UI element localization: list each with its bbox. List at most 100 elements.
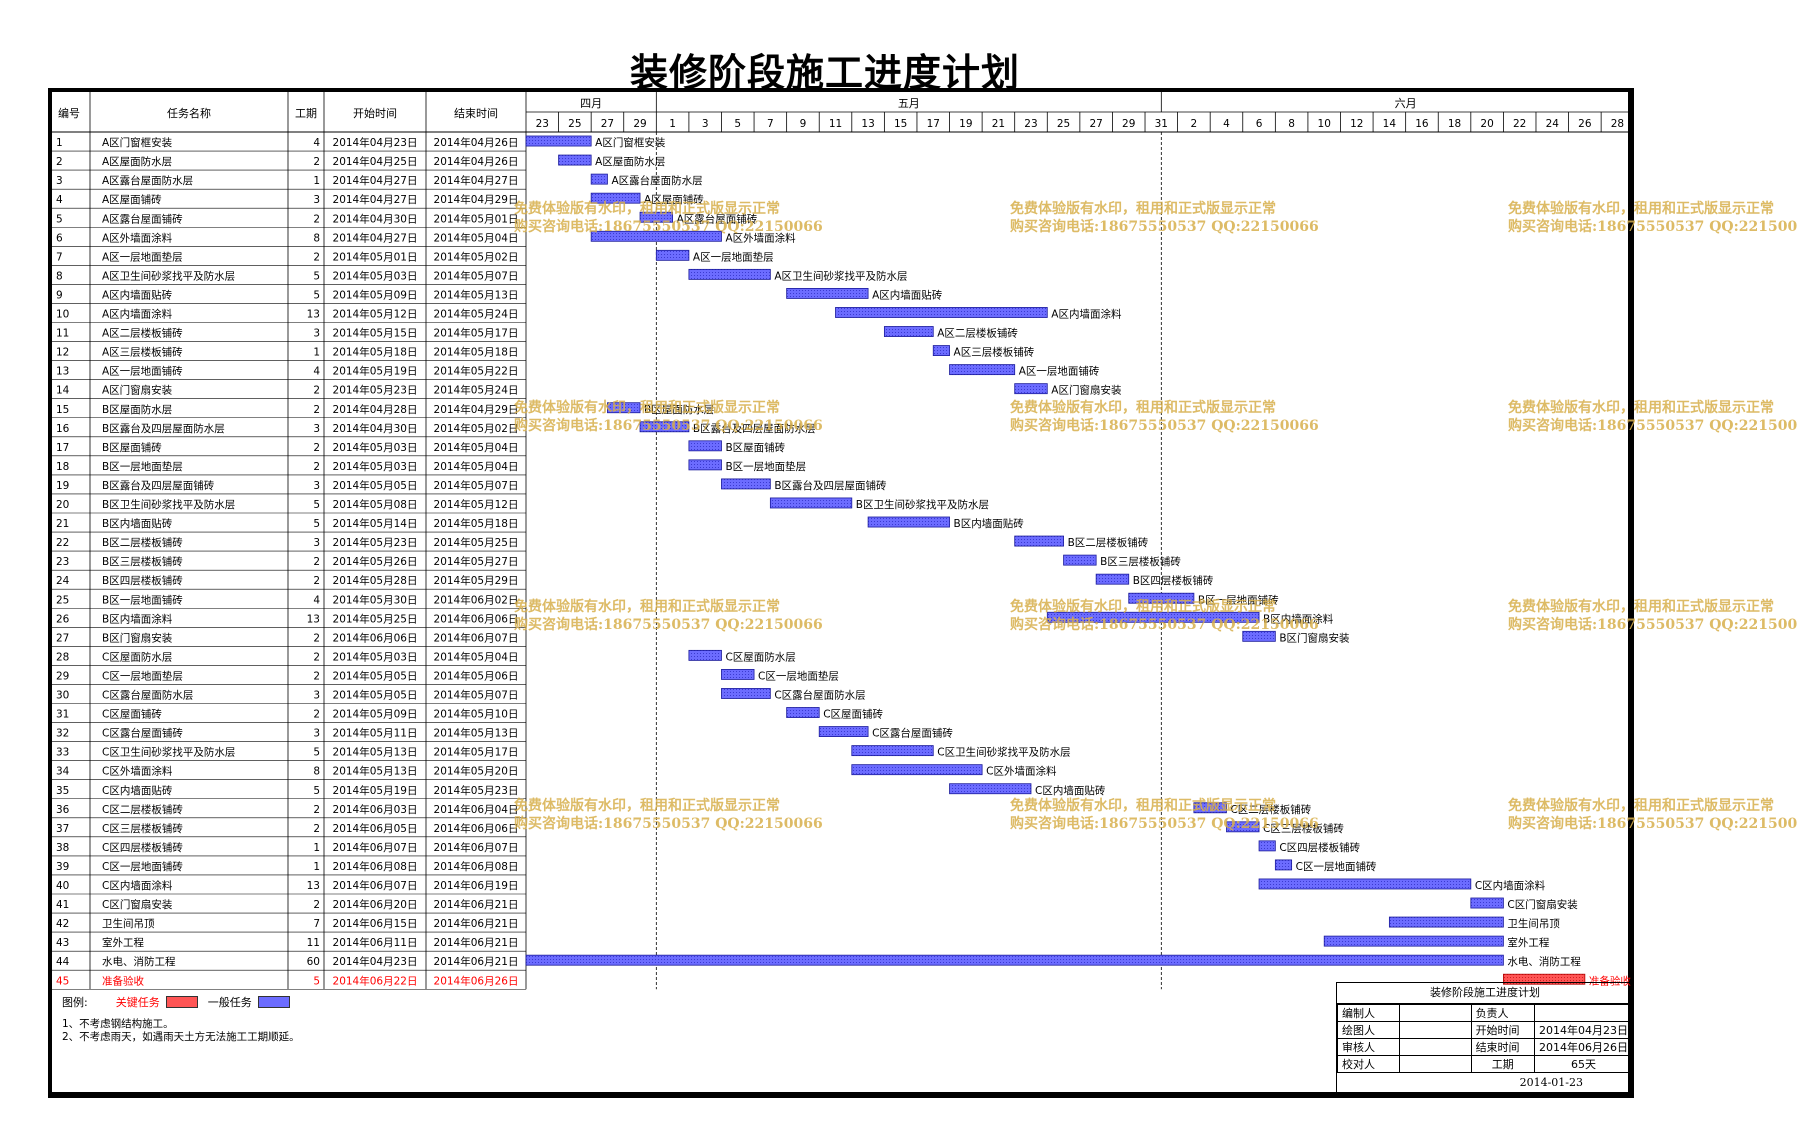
task-end: 2014年06月21日 xyxy=(434,917,519,930)
gantt-bar xyxy=(607,402,641,414)
legend-general-swatch xyxy=(257,996,290,1008)
task-end: 2014年05月06日 xyxy=(434,669,519,682)
task-start: 2014年05月03日 xyxy=(333,269,418,282)
task-duration: 2 xyxy=(313,442,320,454)
task-id: 15 xyxy=(56,404,69,416)
info-date: 2014-01-23 xyxy=(1519,1076,1583,1089)
task-end: 2014年04月29日 xyxy=(434,193,519,206)
task-name: C区屋面铺砖 xyxy=(102,708,162,721)
task-start: 2014年05月09日 xyxy=(333,708,418,721)
gantt-bar xyxy=(721,688,771,699)
task-end: 2014年05月12日 xyxy=(434,498,519,511)
gantt-bar xyxy=(949,783,1032,795)
gantt-bar xyxy=(818,726,869,737)
task-id: 45 xyxy=(56,975,69,987)
task-end: 2014年05月13日 xyxy=(434,727,519,740)
task-duration: 5 xyxy=(313,289,320,301)
task-start: 2014年04月28日 xyxy=(333,403,418,416)
task-id: 1 xyxy=(56,137,63,149)
bar-label: A区露台屋面防水层 xyxy=(611,174,702,187)
task-duration: 2 xyxy=(313,461,320,473)
gantt-bar xyxy=(688,649,722,661)
duration-value: 65天 xyxy=(1534,1055,1633,1073)
task-duration: 8 xyxy=(313,232,320,244)
task-id: 13 xyxy=(56,366,69,378)
bar-label: C区卫生间砂浆找平及防水层 xyxy=(937,746,1070,759)
task-name: C区露台屋面铺砖 xyxy=(102,727,183,740)
task-end: 2014年05月20日 xyxy=(434,765,519,778)
task-duration: 1 xyxy=(313,842,320,854)
task-name: B区一层地面铺砖 xyxy=(102,593,183,606)
day-tick-label: 19 xyxy=(959,118,972,130)
task-start: 2014年06月08日 xyxy=(333,860,418,873)
task-duration: 5 xyxy=(313,975,320,987)
notes: 1、不考虑钢结构施工。 2、不考虑雨天，如遇雨天土方无法施工工期顺延。 xyxy=(62,1018,300,1044)
task-duration: 2 xyxy=(313,823,320,835)
task-id: 6 xyxy=(56,232,63,244)
task-start: 2014年05月03日 xyxy=(333,650,418,663)
note-2: 2、不考虑雨天，如遇雨天土方无法施工工期顺延。 xyxy=(62,1031,300,1043)
gantt-bar xyxy=(1193,802,1227,814)
task-start: 2014年05月03日 xyxy=(333,460,418,473)
task-duration: 1 xyxy=(313,861,320,873)
task-name: B区内墙面涂料 xyxy=(102,612,173,625)
day-tick-label: 10 xyxy=(1318,118,1331,130)
task-id: 44 xyxy=(56,956,70,968)
task-end: 2014年04月26日 xyxy=(434,136,519,149)
task-id: 5 xyxy=(56,213,63,225)
task-end: 2014年05月27日 xyxy=(434,555,519,568)
bar-label: A区屋面铺砖 xyxy=(644,193,704,206)
day-tick-label: 14 xyxy=(1383,118,1397,130)
bar-label: C区内墙面贴砖 xyxy=(1035,784,1106,797)
gantt-bar xyxy=(1503,973,1586,985)
gantt-bar xyxy=(1046,611,1260,623)
task-id: 24 xyxy=(56,575,70,587)
task-start: 2014年04月30日 xyxy=(333,212,418,225)
header-end: 结束时间 xyxy=(454,107,498,120)
gantt-bar xyxy=(1226,821,1260,833)
gantt-bar xyxy=(590,230,722,242)
task-start: 2014年05月18日 xyxy=(333,346,418,359)
legend-critical-label: 关键任务 xyxy=(115,996,160,1009)
compiler-label: 编制人 xyxy=(1337,1004,1400,1022)
task-end: 2014年06月26日 xyxy=(434,974,519,987)
task-end: 2014年05月25日 xyxy=(434,536,519,549)
task-end: 2014年04月27日 xyxy=(434,174,519,187)
day-tick-label: 21 xyxy=(992,118,1005,130)
task-duration: 3 xyxy=(313,537,320,549)
task-id: 18 xyxy=(56,461,69,473)
day-tick-label: 2 xyxy=(1191,118,1198,130)
task-name: A区门窗扇安装 xyxy=(102,384,173,397)
task-id: 43 xyxy=(56,937,69,949)
task-duration: 2 xyxy=(313,575,320,587)
bar-label: B区一层地面铺砖 xyxy=(1198,593,1279,606)
legend: 图例: 关键任务 一般任务 xyxy=(62,994,300,1010)
checker-label: 校对人 xyxy=(1337,1055,1400,1073)
task-duration: 5 xyxy=(313,747,320,759)
task-id: 9 xyxy=(56,289,63,301)
task-id: 38 xyxy=(56,842,69,854)
gantt-bar xyxy=(655,249,690,261)
responsible-label: 负责人 xyxy=(1470,1004,1536,1022)
task-duration: 4 xyxy=(313,137,320,149)
gantt-bar xyxy=(590,192,641,204)
bar-label: C区内墙面涂料 xyxy=(1475,879,1546,892)
task-start: 2014年05月09日 xyxy=(333,288,418,301)
gantt-bar xyxy=(688,440,722,452)
task-start: 2014年06月06日 xyxy=(333,631,418,644)
task-start: 2014年05月25日 xyxy=(333,612,418,625)
task-duration: 2 xyxy=(313,213,320,225)
task-name: 水电、消防工程 xyxy=(102,955,176,968)
task-duration: 2 xyxy=(313,156,320,168)
task-duration: 2 xyxy=(313,404,320,416)
task-name: B区屋面防水层 xyxy=(102,403,172,416)
bar-label: A区屋面防水层 xyxy=(595,155,665,168)
task-start: 2014年06月15日 xyxy=(333,917,418,930)
task-start: 2014年06月11日 xyxy=(333,936,418,949)
task-end: 2014年06月02日 xyxy=(434,593,519,606)
bar-label: B区露台及四层屋面防水层 xyxy=(693,422,816,435)
gantt-bar xyxy=(721,669,755,680)
task-name: B区一层地面垫层 xyxy=(102,460,183,473)
bar-label: C区屋面防水层 xyxy=(725,650,795,663)
task-end: 2014年05月18日 xyxy=(434,346,519,359)
